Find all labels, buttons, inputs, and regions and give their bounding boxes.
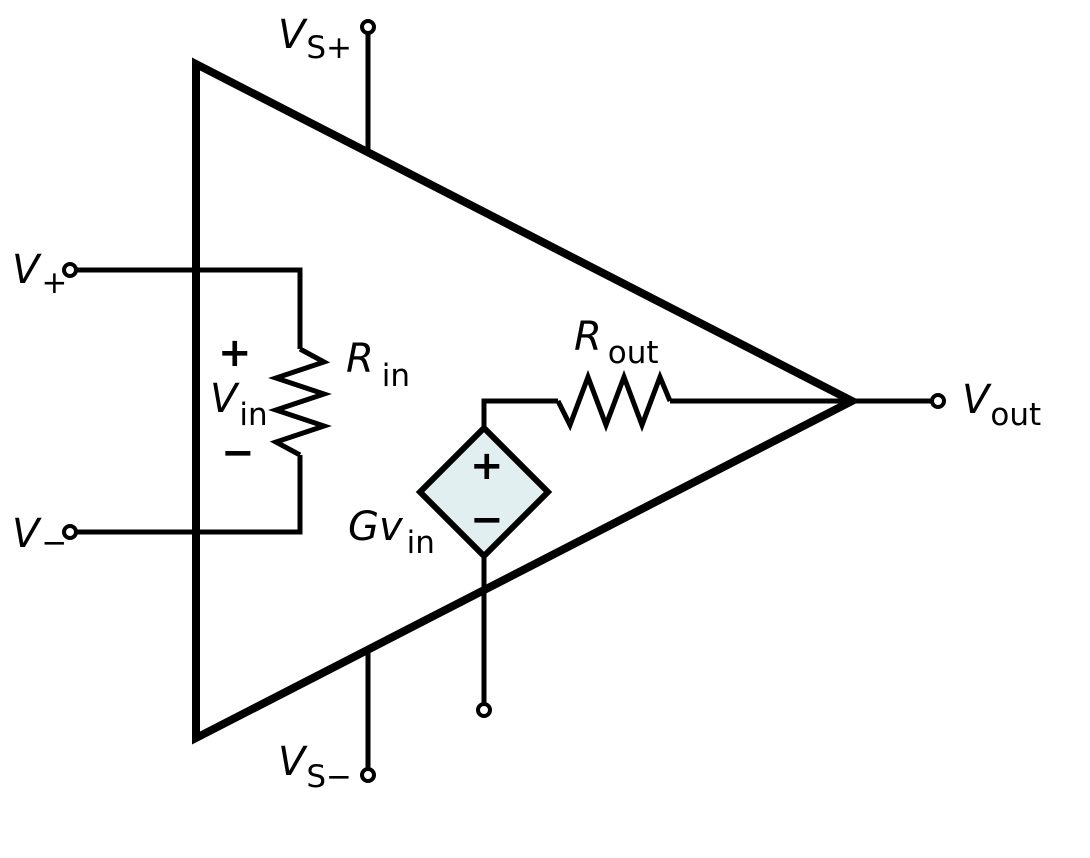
label-r-in: R in (346, 336, 410, 394)
terminal-supply-positive[interactable] (360, 19, 376, 35)
label-vs-plus: V S+ (278, 12, 352, 66)
label-source-plus-sign: + (470, 443, 504, 489)
label-gain: Gv in (348, 504, 435, 561)
dependent-voltage-source (415, 423, 553, 561)
label-vs-minus: V S− (278, 739, 352, 795)
label-input-plus-sign: + (218, 330, 252, 376)
label-v-plus: V + (12, 247, 67, 301)
amplifier-triangle (192, 57, 861, 745)
label-r-out: R out (574, 314, 659, 371)
input-positive-wire (70, 267, 303, 349)
terminal-input-negative[interactable] (62, 524, 78, 540)
label-input-minus-sign: − (221, 430, 255, 476)
terminal-source-ground[interactable] (476, 702, 492, 718)
output-resistor-rout (555, 369, 673, 433)
input-negative-wire (70, 455, 303, 535)
output-branch-wire (481, 398, 558, 428)
terminal-supply-negative[interactable] (360, 767, 376, 783)
label-v-in: V in (210, 376, 268, 433)
terminal-output[interactable] (930, 393, 946, 409)
terminal-input-positive[interactable] (62, 262, 78, 278)
input-resistor-rin (268, 346, 332, 458)
label-v-out: V out (962, 377, 1041, 433)
label-source-minus-sign: − (470, 497, 504, 543)
label-v-minus: V − (12, 511, 67, 561)
